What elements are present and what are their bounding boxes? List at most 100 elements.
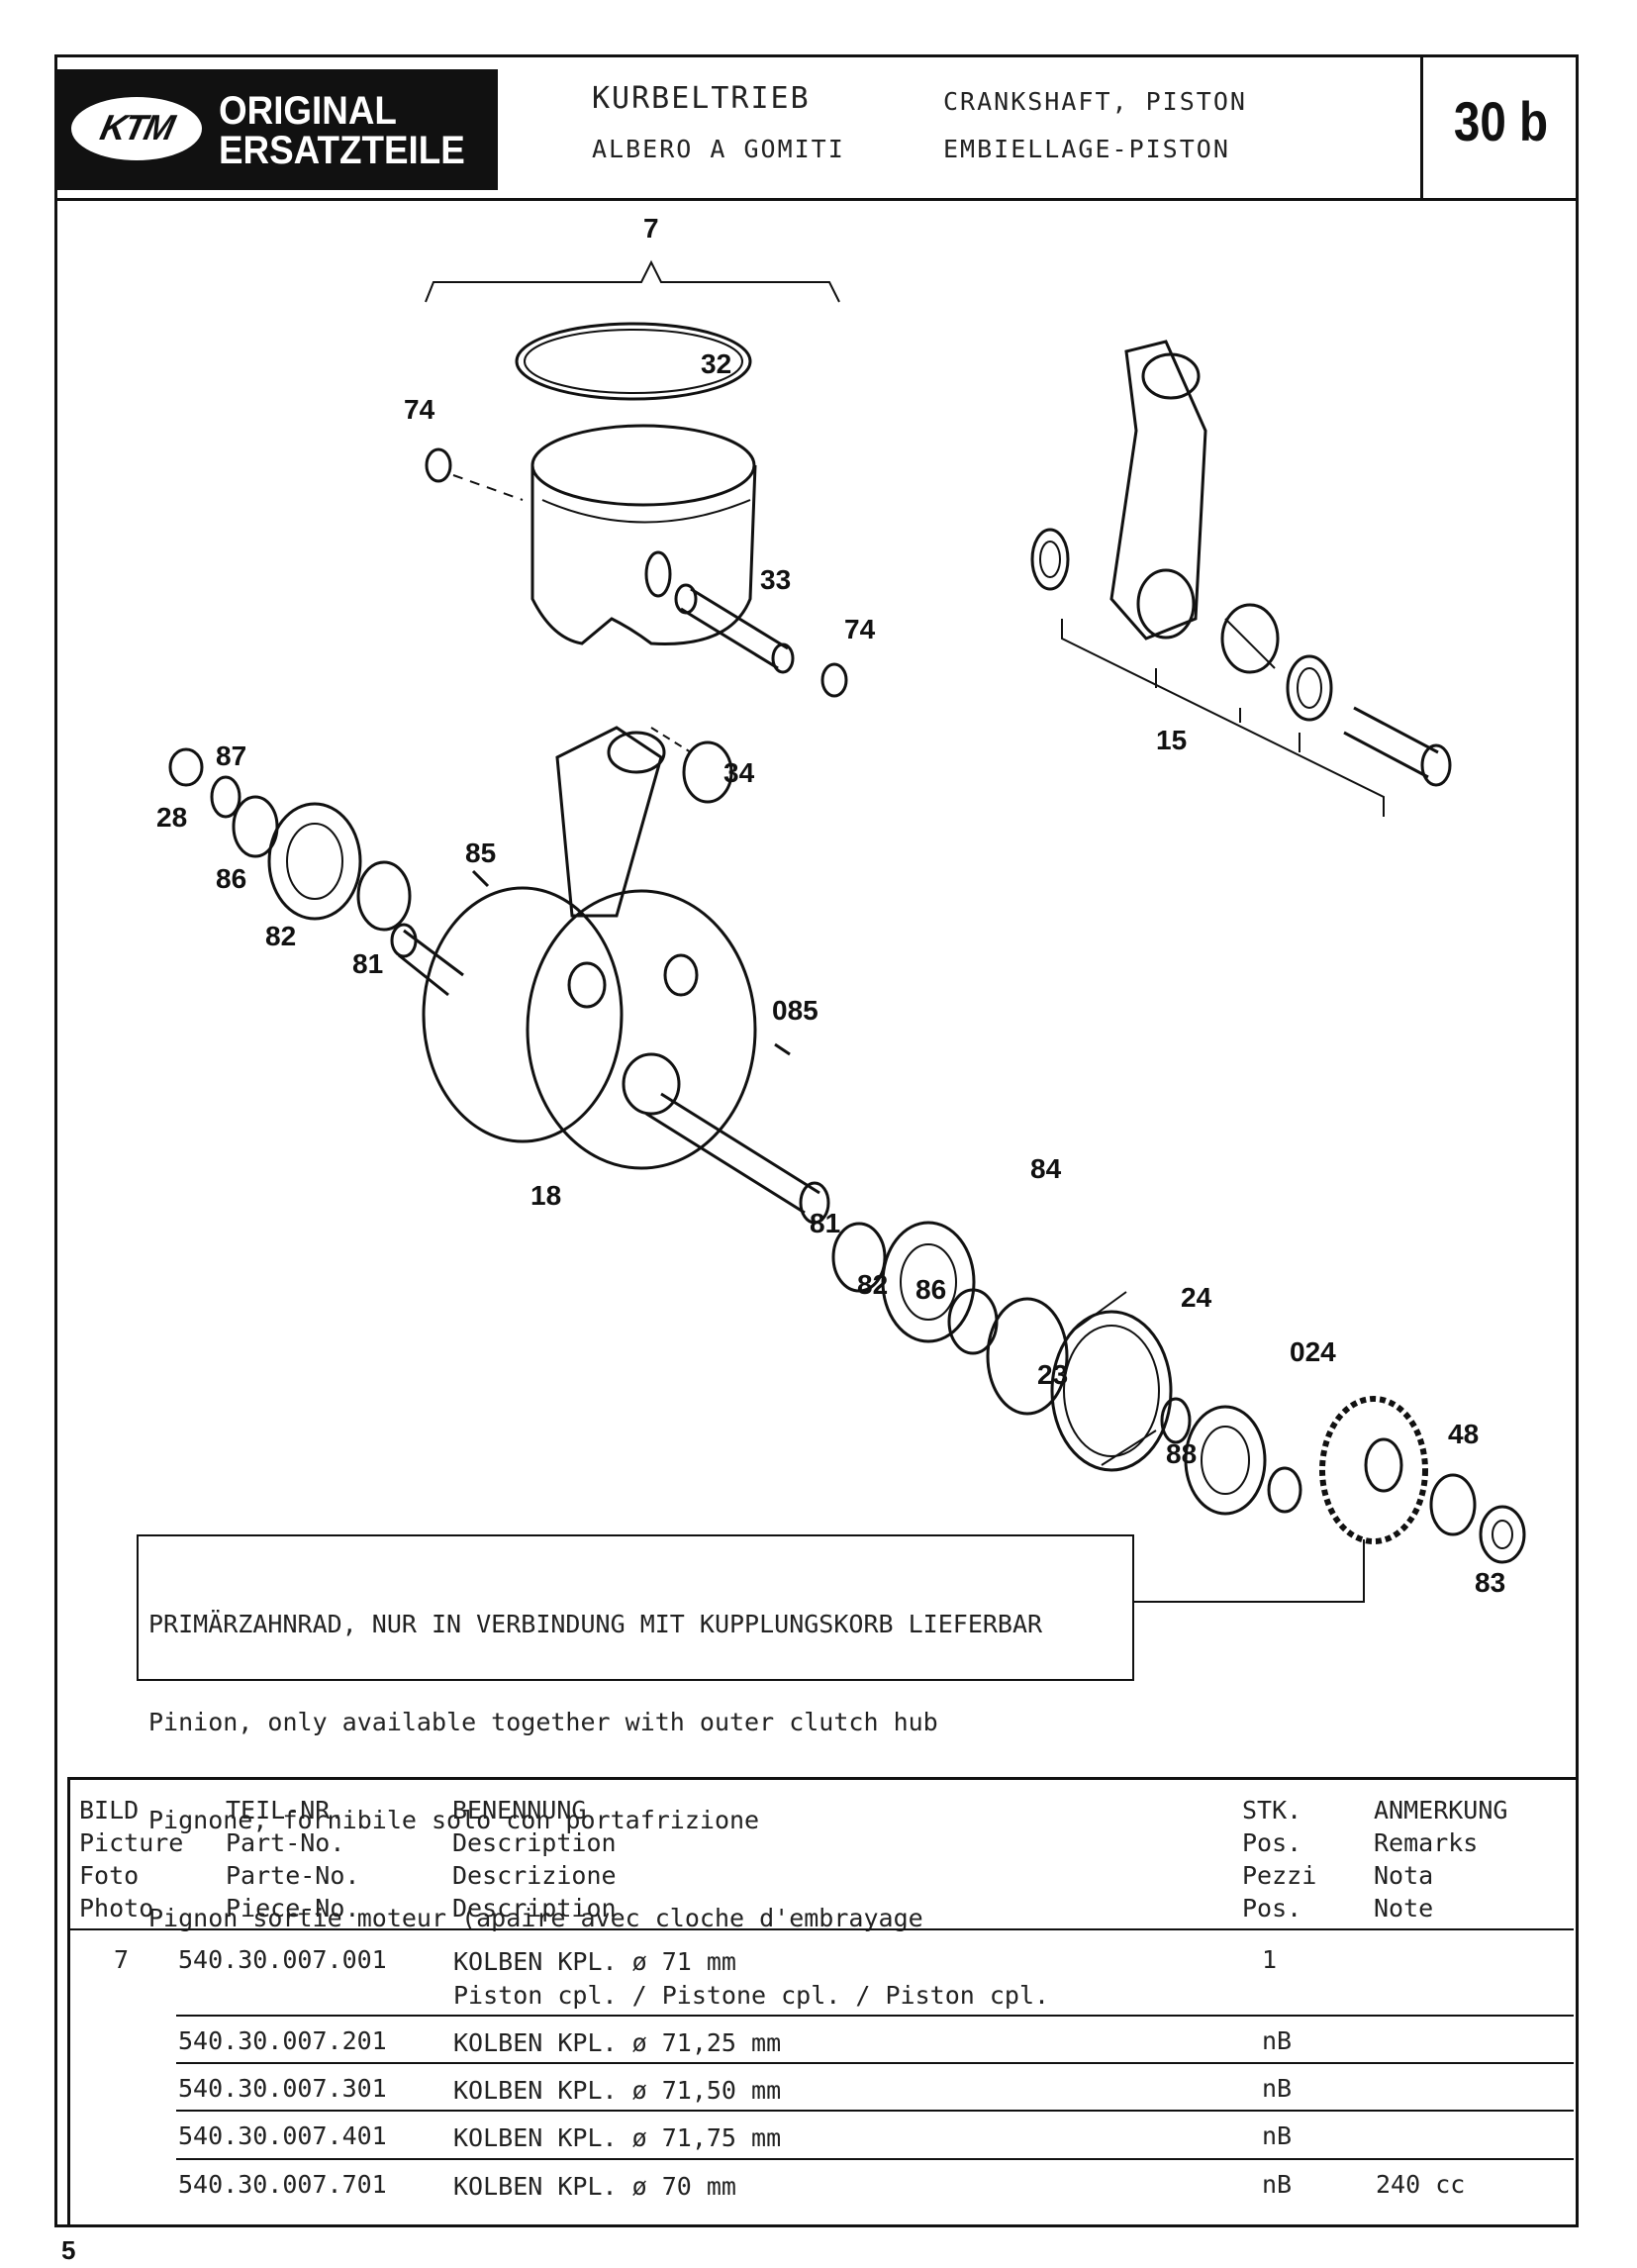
header-anmerkung-it: Nota (1374, 1861, 1434, 1890)
row-rule (176, 2015, 1574, 2017)
header-anmerkung-en: Remarks (1374, 1828, 1479, 1857)
row-quantity: 1 (1262, 1945, 1278, 1974)
header-bild-it: Foto (79, 1861, 140, 1890)
row-description-line1: KOLBEN KPL. ø 70 mm (453, 2172, 736, 2201)
callout-label: 82 (857, 1269, 888, 1300)
header-stk: STK. Pos. Pezzi Pos. (1242, 1794, 1316, 1924)
header-stk-fr: Pos. (1242, 1894, 1302, 1923)
note-line-french: Pignon sortie moteur (apaire avec cloche… (148, 1904, 923, 1932)
row-description-line1: KOLBEN KPL. ø 71,25 mm (453, 2028, 782, 2057)
callout-label: 23 (1037, 1359, 1068, 1390)
callout-label: 7 (643, 213, 659, 244)
callout-label: 82 (265, 921, 296, 951)
page-code: 30 b (1453, 90, 1549, 152)
header-benennung-de: BENENNUNG (452, 1796, 587, 1824)
note-line-italian: Pignone, fornibile solo con portafrizion… (148, 1806, 760, 1834)
header-teil-en: Part-No. (226, 1828, 345, 1857)
callout-label: 86 (915, 1274, 946, 1305)
row-part-number: 540.30.007.301 (178, 2074, 387, 2103)
pinion-note-box: PRIMÄRZAHNRAD, NUR IN VERBINDUNG MIT KUP… (137, 1534, 1134, 1932)
callout-label: 32 (701, 348, 731, 379)
callout-label: 86 (216, 863, 246, 894)
callout-label: 88 (1166, 1438, 1197, 1469)
row-part-number: 540.30.007.001 (178, 1945, 387, 1974)
row-description-line2: Piston cpl. / Pistone cpl. / Piston cpl. (453, 1981, 1050, 2010)
header-benennung: BENENNUNG Description Descrizione Descri… (452, 1794, 617, 1924)
header-teil-it: Parte-No. (226, 1861, 360, 1890)
header-divider (1420, 54, 1423, 201)
header-benennung-fr: Description (452, 1894, 617, 1923)
note-line-german: PRIMÄRZAHNRAD, NUR IN VERBINDUNG MIT KUP… (148, 1610, 1043, 1638)
row-description-line1: KOLBEN KPL. ø 71,75 mm (453, 2123, 782, 2152)
header-teil-fr: Piece-No. (226, 1894, 360, 1923)
exploded-diagram: 7 32 74 33 74 15 87 28 34 86 85 82 81 085 18 84 81 82 86 24… (156, 213, 1526, 1603)
row-description-line1: KOLBEN KPL. ø 71 mm (453, 1947, 736, 1976)
header-bild: BILD Picture Foto Photo (79, 1794, 183, 1924)
callout-label: 48 (1448, 1419, 1479, 1449)
title-french: EMBIELLAGE-PISTON (943, 135, 1230, 163)
callout-label: 87 (216, 740, 246, 771)
row-part-number: 540.30.007.401 (178, 2121, 387, 2150)
header-bild-en: Picture (79, 1828, 184, 1857)
header-teil: TEIL-NR. Part-No. Parte-No. Piece-No. (226, 1794, 359, 1924)
callout-label: 15 (1156, 725, 1187, 755)
callout-label: 34 (723, 757, 755, 788)
title-italian: ALBERO A GOMITI (592, 135, 845, 163)
row-description-line1: KOLBEN KPL. ø 71,50 mm (453, 2076, 782, 2105)
callout-label: 84 (1030, 1153, 1062, 1184)
header-benennung-en: Description (452, 1828, 617, 1857)
callout-label: 85 (465, 838, 496, 868)
header-anmerkung-fr: Note (1374, 1894, 1434, 1923)
row-rule (176, 2158, 1574, 2160)
row-quantity: nB (1262, 2170, 1293, 2199)
callout-label: 24 (1181, 1282, 1212, 1313)
callout-label: 83 (1475, 1567, 1505, 1598)
header-anmerkung-de: ANMERKUNG (1374, 1796, 1508, 1824)
row-quantity: nB (1262, 2074, 1293, 2103)
page-number: 5 (61, 2235, 76, 2265)
note-line-english: Pinion, only available together with out… (148, 1708, 938, 1736)
logo-ersatzteile-text: ERSATZTEILE (219, 129, 465, 172)
callout-label: 81 (810, 1208, 840, 1238)
table-left-rule (67, 1777, 70, 2227)
callout-label: 085 (772, 995, 818, 1026)
row-description: KOLBEN KPL. ø 71,50 mm (453, 2074, 781, 2108)
callout-label: 74 (404, 394, 435, 425)
callout-label: 28 (156, 802, 187, 833)
title-german: KURBELTRIEB (592, 81, 811, 116)
row-part-number: 540.30.007.701 (178, 2170, 387, 2199)
header-stk-it: Pezzi (1242, 1861, 1317, 1890)
row-description: KOLBEN KPL. ø 71 mm Piston cpl. / Piston… (453, 1945, 1049, 2013)
row-quantity: nB (1262, 2026, 1293, 2055)
callout-label: 18 (530, 1180, 561, 1211)
row-bild: 7 (114, 1945, 130, 1974)
ktm-logo-block: KTM ORIGINAL ERSATZTEILE (57, 69, 498, 190)
header-teil-de: TEIL-NR. (226, 1796, 345, 1824)
row-part-number: 540.30.007.201 (178, 2026, 387, 2055)
row-description: KOLBEN KPL. ø 71,75 mm (453, 2121, 781, 2155)
callout-label: 81 (352, 948, 383, 979)
header-stk-en: Pos. (1242, 1828, 1302, 1857)
row-remark: 240 cc (1376, 2170, 1466, 2199)
row-rule (176, 2062, 1574, 2064)
ktm-logo-icon: KTM (71, 97, 202, 160)
header-bild-de: BILD (79, 1796, 140, 1824)
header-stk-de: STK. (1242, 1796, 1302, 1824)
row-quantity: nB (1262, 2121, 1293, 2150)
logo-original-text: ORIGINAL (219, 89, 397, 133)
row-rule (176, 2110, 1574, 2112)
page-frame (54, 54, 1579, 2227)
row-description: KOLBEN KPL. ø 70 mm (453, 2170, 736, 2204)
ktm-logo-text: KTM (96, 107, 177, 148)
row-description: KOLBEN KPL. ø 71,25 mm (453, 2026, 781, 2060)
header-anmerkung: ANMERKUNG Remarks Nota Note (1374, 1794, 1507, 1924)
header-bild-fr: Photo (79, 1894, 154, 1923)
callout-label: 024 (1290, 1336, 1336, 1367)
table-top-rule (69, 1777, 1579, 1780)
header-rule (54, 198, 1579, 201)
title-english: CRANKSHAFT, PISTON (943, 87, 1247, 116)
callout-label: 74 (844, 614, 876, 644)
header-benennung-it: Descrizione (452, 1861, 617, 1890)
callout-label: 33 (760, 564, 791, 595)
table-header-rule (69, 1928, 1574, 1930)
